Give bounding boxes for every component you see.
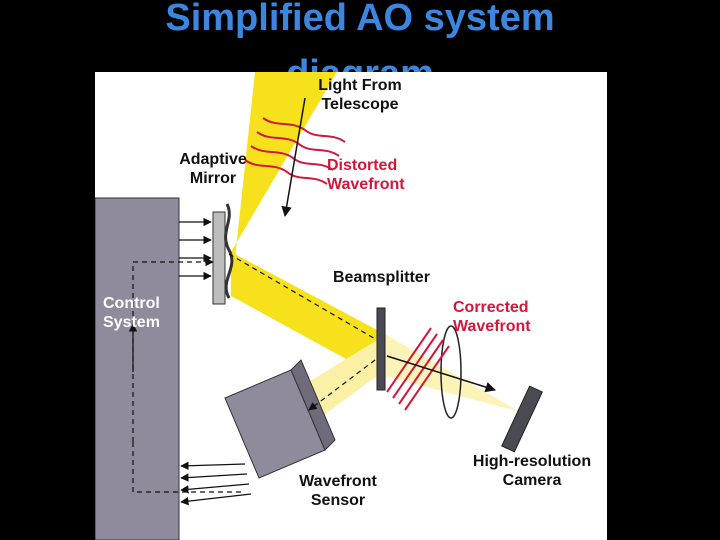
incoming-light-beam (231, 72, 337, 296)
wavefront-sensor-label: Wavefront Sensor (299, 473, 377, 509)
diagram-graphics (95, 72, 543, 540)
control-loop-dashed (132, 257, 214, 442)
camera-lens (440, 325, 462, 419)
beam-path-dashed (228, 253, 378, 341)
corrected-light-beam (385, 334, 520, 412)
control-system-box (95, 197, 180, 540)
corrected-wave-4 (404, 345, 450, 411)
corrected-wavefront-label: Corrected Wavefront (453, 299, 531, 335)
distorted-wavefront-label: Distorted Wavefront (327, 157, 405, 193)
distorted-wave-1 (262, 117, 346, 143)
distorted-wave-4 (244, 159, 328, 185)
sensor-signal-arrow-2 (180, 473, 248, 482)
camera-path-arrow (386, 355, 497, 393)
sensor-signal-arrow-3 (180, 483, 250, 494)
high-resolution-camera-label: High-resolution Camera (472, 453, 592, 489)
control-system-label: Control System (103, 295, 160, 331)
adaptive-mirror-surface (224, 203, 234, 299)
incoming-light-arrow (281, 97, 306, 218)
corrected-wave-2 (392, 333, 438, 399)
sensor-path-dashed (308, 359, 376, 411)
corrected-wave-3 (398, 339, 444, 405)
ao-system-diagram: Light From Telescope Adaptive Mirror Dis… (95, 72, 607, 540)
sensor-signal-arrow-1 (180, 461, 246, 470)
reflected-light-beam (231, 252, 377, 376)
slide-title-line-1: Simplified AO system (165, 0, 555, 39)
sensor-to-control-dashed (132, 442, 245, 493)
corrected-wave-1 (386, 327, 432, 393)
adaptive-mirror-label: Adaptive Mirror (179, 151, 247, 187)
camera-body (501, 385, 543, 453)
beamsplitter-plate (376, 307, 386, 391)
light-from-telescope-label: Light From Telescope (318, 77, 402, 113)
beamsplitter-label: Beamsplitter (333, 269, 430, 286)
distorted-wave-2 (256, 131, 340, 157)
adaptive-mirror-body (212, 211, 226, 305)
sensor-signal-arrow-4 (180, 493, 252, 506)
distorted-wave-3 (250, 145, 334, 171)
